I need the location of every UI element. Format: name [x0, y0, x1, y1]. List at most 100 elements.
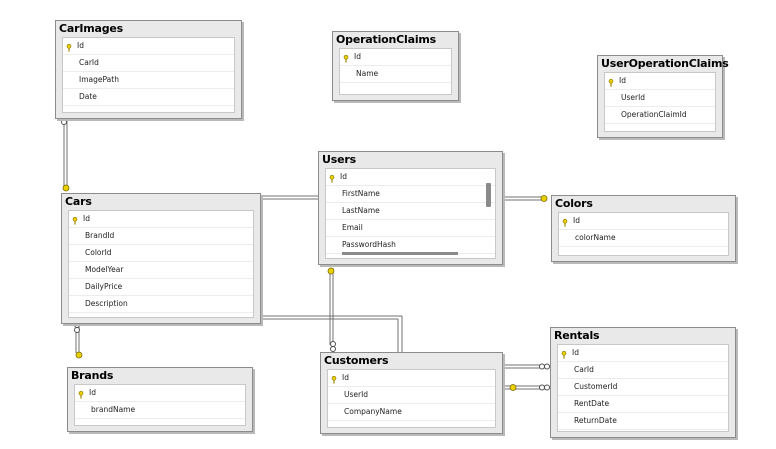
column-row[interactable]: Id	[340, 49, 451, 66]
column-name: DailyPrice	[85, 282, 123, 291]
column-row[interactable]: Id	[559, 213, 728, 230]
column-name: CarId	[574, 365, 594, 374]
column-name: ReturnDate	[574, 416, 617, 425]
column-row[interactable]: Email	[326, 220, 495, 237]
column-name: CustomerId	[574, 382, 618, 391]
primary-key-icon	[343, 53, 349, 63]
column-row[interactable]: Id	[558, 345, 728, 362]
column-row[interactable]: RentDate	[558, 396, 728, 413]
column-row[interactable]: Id	[326, 169, 495, 186]
column-name: ModelYear	[85, 265, 124, 274]
column-row[interactable]: LastName	[326, 203, 495, 220]
primary-key-icon	[608, 77, 614, 87]
column-name: ImagePath	[79, 75, 119, 84]
column-name: OperationClaimId	[621, 110, 687, 119]
column-row[interactable]: Id	[69, 211, 253, 228]
column-row[interactable]: Id	[63, 38, 234, 55]
primary-key-icon	[66, 42, 72, 52]
column-row[interactable]: BrandId	[69, 228, 253, 245]
column-name: CarId	[79, 58, 99, 67]
table-title: CarImages	[59, 22, 123, 35]
column-name: Id	[354, 52, 361, 61]
primary-key-icon	[331, 374, 337, 384]
column-row[interactable]: Id	[328, 370, 495, 387]
column-row[interactable]: FirstName	[326, 186, 495, 203]
table-title: Brands	[71, 369, 114, 382]
column-row[interactable]: Description	[69, 296, 253, 313]
primary-key-icon	[78, 389, 84, 399]
column-name: brandName	[91, 405, 136, 414]
column-row[interactable]: Name	[340, 66, 451, 83]
column-name: Id	[573, 216, 580, 225]
column-row[interactable]: brandName	[75, 402, 245, 419]
column-row[interactable]: ModelYear	[69, 262, 253, 279]
table-title: Colors	[555, 197, 593, 210]
primary-key-icon	[562, 217, 568, 227]
column-name: FirstName	[342, 189, 380, 198]
column-name: Email	[342, 223, 363, 232]
primary-key-icon	[561, 349, 567, 359]
column-row[interactable]: colorName	[559, 230, 728, 247]
column-name: RentDate	[574, 399, 610, 408]
column-name: CompanyName	[344, 407, 402, 416]
column-row[interactable]: CustomerId	[558, 379, 728, 396]
horizontal-scrollbar[interactable]	[342, 252, 458, 255]
table-title: Rentals	[554, 329, 600, 342]
table-title: UserOperationClaims	[601, 57, 729, 70]
column-row[interactable]: UserId	[605, 90, 715, 107]
column-name: ColorId	[85, 248, 112, 257]
column-name: BrandId	[85, 231, 115, 240]
column-list: Id brandName	[74, 384, 246, 426]
column-list: Id colorName	[558, 212, 729, 256]
column-row[interactable]: CarId	[63, 55, 234, 72]
column-row[interactable]: Id	[75, 385, 245, 402]
column-name: Id	[89, 388, 96, 397]
column-row[interactable]: Id	[605, 73, 715, 90]
table-title: Users	[322, 153, 356, 166]
column-name: Id	[342, 373, 349, 382]
column-name: Date	[79, 92, 97, 101]
primary-key-icon	[72, 215, 78, 225]
column-row[interactable]: CompanyName	[328, 404, 495, 421]
column-row[interactable]: UserId	[328, 387, 495, 404]
column-name: Description	[85, 299, 128, 308]
column-name: Id	[83, 214, 90, 223]
column-row[interactable]: ImagePath	[63, 72, 234, 89]
column-name: Id	[619, 76, 626, 85]
vertical-scrollbar[interactable]	[486, 183, 491, 207]
table-title: Cars	[65, 195, 92, 208]
column-name: LastName	[342, 206, 380, 215]
column-name: PasswordHash	[342, 240, 396, 249]
column-name: UserId	[621, 93, 646, 102]
table-title: OperationClaims	[336, 33, 436, 46]
column-name: colorName	[575, 233, 616, 242]
column-row[interactable]: ReturnDate	[558, 413, 728, 430]
column-row[interactable]: Date	[63, 89, 234, 106]
primary-key-icon	[329, 173, 335, 183]
column-row[interactable]: DailyPrice	[69, 279, 253, 296]
column-row[interactable]: CarId	[558, 362, 728, 379]
column-name: Id	[340, 172, 347, 181]
column-name: Id	[77, 41, 84, 50]
column-row[interactable]: ColorId	[69, 245, 253, 262]
column-name: Id	[572, 348, 579, 357]
column-row[interactable]: OperationClaimId	[605, 107, 715, 124]
